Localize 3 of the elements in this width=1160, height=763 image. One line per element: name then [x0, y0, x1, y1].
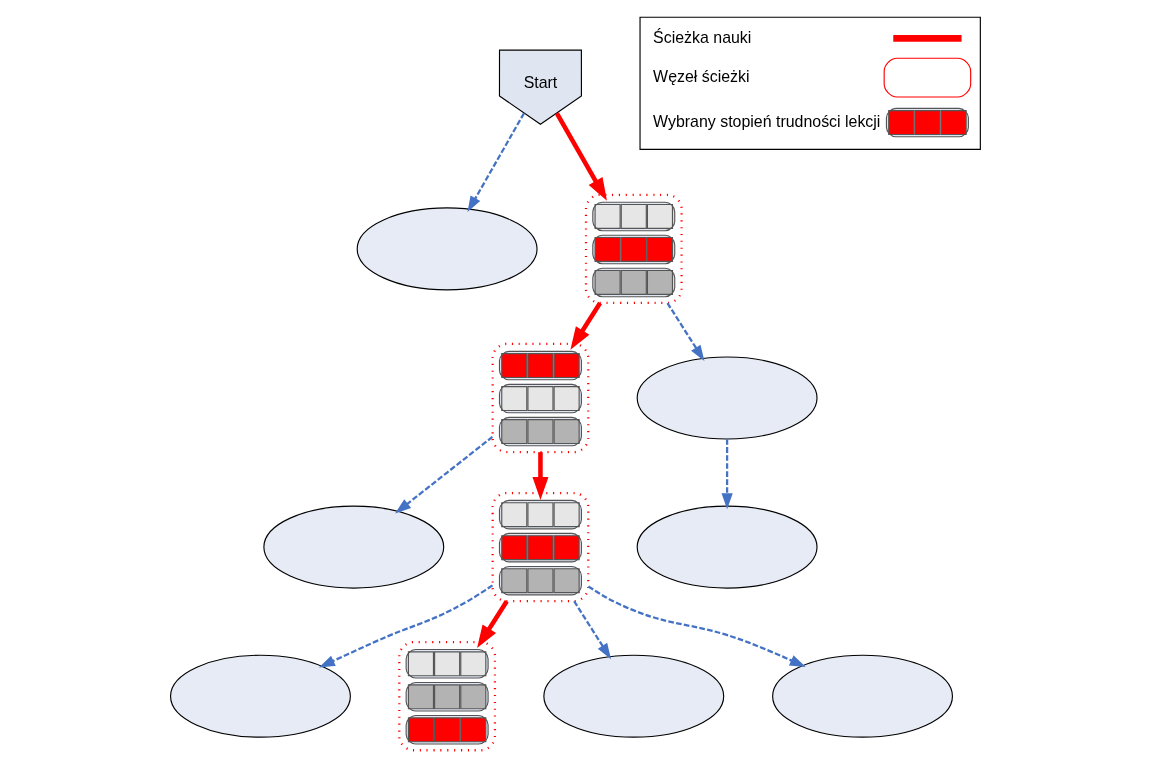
legend-label: Ścieżka nauki: [653, 28, 752, 46]
legend-label: Wybrany stopień trudności lekcji: [653, 112, 881, 130]
legend-label: Węzeł ścieżki: [653, 67, 750, 85]
